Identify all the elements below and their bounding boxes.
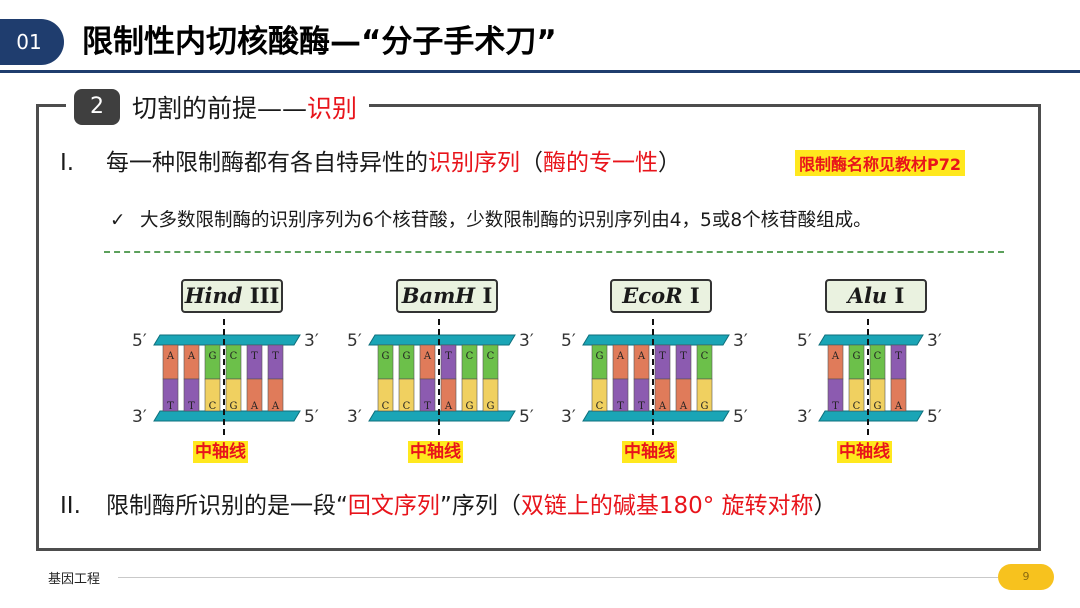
bottom-base-letter: T: [424, 401, 431, 412]
strand-end-label: 5′: [304, 407, 319, 427]
bottom-base-letter: A: [271, 401, 280, 412]
strand-end-label: 5′: [927, 407, 942, 427]
strand-end-label: 5′: [733, 407, 748, 427]
bottom-base-letter: C: [403, 401, 411, 412]
section-label: 切割的前提——识别: [132, 89, 357, 125]
bottom-base-letter: A: [444, 401, 453, 412]
top-base-letter: T: [445, 351, 452, 362]
strand-end-label: 3′: [927, 331, 942, 351]
dashed-divider: [104, 251, 1004, 253]
strand-end-label: 5′: [132, 331, 147, 351]
point-one: I.每一种限制酶都有各自特异性的识别序列（酶的专一性）: [60, 143, 681, 177]
bottom-base-letter: G: [230, 401, 238, 412]
top-base-letter: G: [382, 351, 390, 362]
chapter-number-badge: 01: [0, 19, 64, 65]
top-base-letter: A: [423, 351, 432, 362]
top-base-letter: A: [831, 351, 840, 362]
bottom-strand: [583, 411, 729, 421]
top-strand: [154, 335, 300, 345]
top-base-letter: G: [596, 351, 604, 362]
bottom-base-letter: G: [701, 401, 709, 412]
top-base-letter: G: [209, 351, 217, 362]
top-base-letter: C: [230, 351, 238, 362]
bottom-base-letter: C: [853, 401, 861, 412]
bottom-base-letter: G: [466, 401, 474, 412]
bottom-base-letter: A: [894, 401, 903, 412]
bottom-base-letter: C: [209, 401, 217, 412]
strand-end-label: 3′: [733, 331, 748, 351]
strand-end-label: 3′: [797, 407, 812, 427]
strand-end-label: 3′: [304, 331, 319, 351]
bottom-strand: [369, 411, 515, 421]
top-base-letter: A: [637, 351, 646, 362]
top-base-letter: C: [487, 351, 495, 362]
top-base-letter: T: [251, 351, 258, 362]
axis-label: 中轴线: [408, 441, 463, 463]
bottom-base-letter: T: [617, 401, 624, 412]
textbook-note: 限制酶名称见教材P72: [795, 150, 965, 176]
top-base-letter: T: [659, 351, 666, 362]
footer-label: 基因工程: [48, 568, 100, 587]
section-heading: 2 切割的前提——识别: [66, 86, 369, 128]
axis-label: 中轴线: [193, 441, 248, 463]
bottom-base-letter: G: [487, 401, 495, 412]
bottom-base-letter: T: [188, 401, 195, 412]
strand-end-label: 3′: [347, 407, 362, 427]
bottom-base-letter: C: [382, 401, 390, 412]
bottom-base-letter: G: [874, 401, 882, 412]
sub-point: ✓大多数限制酶的识别序列为6个核苷酸，少数限制酶的识别序列由4，5或8个核苷酸组…: [110, 206, 872, 232]
bottom-base-letter: A: [658, 401, 667, 412]
footer-divider: [118, 577, 998, 578]
bottom-base-letter: C: [596, 401, 604, 412]
top-base-letter: C: [466, 351, 474, 362]
axis-label: 中轴线: [622, 441, 677, 463]
strand-end-label: 3′: [561, 407, 576, 427]
check-icon: ✓: [110, 210, 140, 231]
top-base-letter: C: [874, 351, 882, 362]
bottom-base-letter: A: [250, 401, 259, 412]
point-two: II.限制酶所识别的是一段“回文序列”序列（双链上的碱基180° 旋转对称）: [60, 486, 837, 520]
bottom-strand: [819, 411, 923, 421]
axis-label: 中轴线: [837, 441, 892, 463]
top-base-letter: T: [895, 351, 902, 362]
top-base-letter: C: [701, 351, 709, 362]
strand-end-label: 3′: [132, 407, 147, 427]
bottom-base-letter: T: [638, 401, 645, 412]
top-base-letter: A: [187, 351, 196, 362]
top-base-letter: A: [616, 351, 625, 362]
bottom-strand: [154, 411, 300, 421]
bottom-base-letter: T: [167, 401, 174, 412]
strand-end-label: 5′: [519, 407, 534, 427]
top-base-letter: G: [403, 351, 411, 362]
top-base-letter: A: [166, 351, 175, 362]
strand-end-label: 3′: [519, 331, 534, 351]
bottom-base-letter: T: [832, 401, 839, 412]
top-strand: [369, 335, 515, 345]
header-divider: [0, 70, 1080, 73]
top-base-letter: G: [853, 351, 861, 362]
top-base-letter: T: [680, 351, 687, 362]
strand-end-label: 5′: [561, 331, 576, 351]
top-strand: [583, 335, 729, 345]
section-number: 2: [74, 89, 120, 125]
slide-title: 限制性内切核酸酶—“分子手术刀”: [82, 16, 557, 61]
strand-end-label: 5′: [347, 331, 362, 351]
strand-end-label: 5′: [797, 331, 812, 351]
bottom-base-letter: A: [679, 401, 688, 412]
top-strand: [819, 335, 923, 345]
page-number: 9: [998, 564, 1054, 590]
top-base-letter: T: [272, 351, 279, 362]
